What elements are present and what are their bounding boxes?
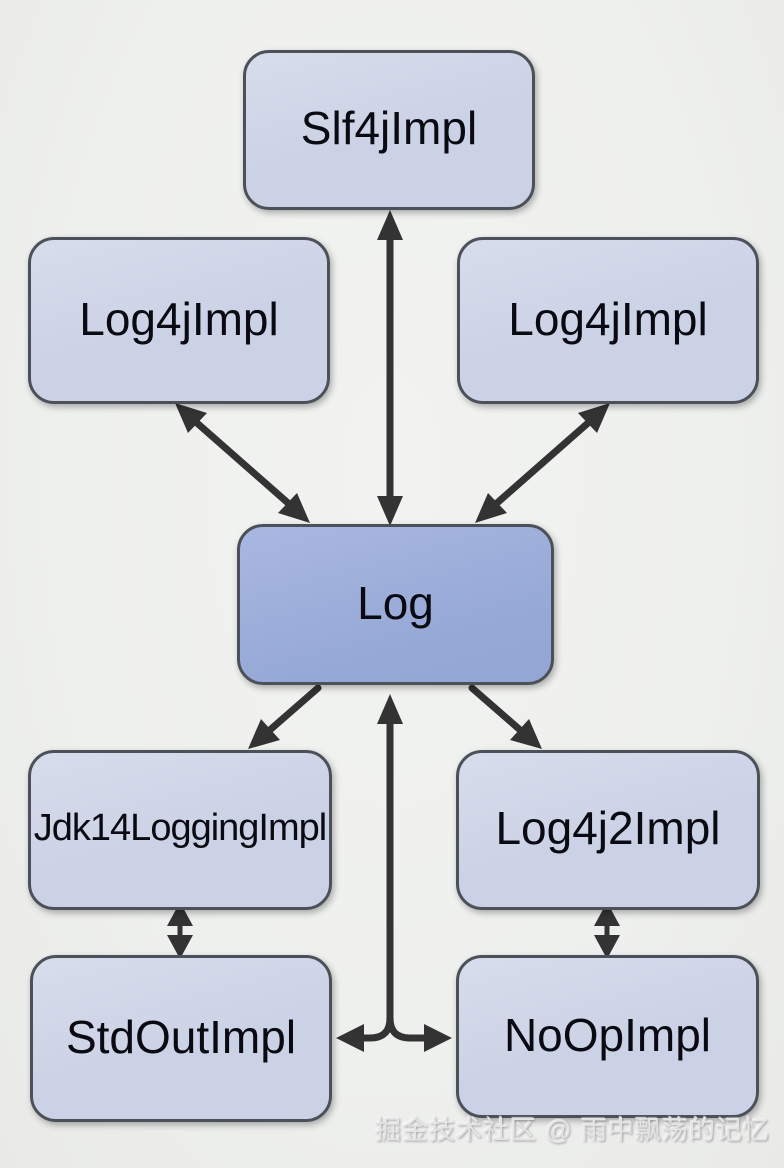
edge-log4j2impl-noopimpl <box>594 902 620 959</box>
node-noopimpl: NoOpImpl <box>456 955 759 1118</box>
watermark: 掘金技术社区 @ 雨中飘荡的记忆 <box>375 1115 770 1145</box>
edge-log-log4j2impl <box>468 684 542 749</box>
node-slf4jimpl-label: Slf4jImpl <box>300 102 478 154</box>
node-jdk14loggingimpl: Jdk14LoggingImpl <box>28 750 332 910</box>
edge-jdk14loggingimpl-stdoutimpl <box>167 902 193 959</box>
edge-log4jimpl-left-log <box>175 403 310 523</box>
edge-log4jimpl-right-log <box>475 403 610 523</box>
node-noopimpl-label: NoOpImpl <box>503 1008 712 1061</box>
node-log4jimpl-right: Log4jImpl <box>457 237 759 404</box>
edge-junction-log-stdout-noop <box>336 694 452 1052</box>
node-log4jimpl-left: Log4jImpl <box>28 237 330 404</box>
edge-log-jdk14loggingimpl <box>248 684 322 749</box>
node-log4j2impl: Log4j2Impl <box>456 750 760 910</box>
node-log-label: Log <box>357 576 434 629</box>
node-log4jimpl-right-label: Log4jImpl <box>508 292 708 345</box>
node-slf4jimpl: Slf4jImpl <box>243 50 535 210</box>
node-log4jimpl-left-label: Log4jImpl <box>79 292 279 345</box>
node-log: Log <box>237 524 554 685</box>
node-stdoutimpl-label: StdOutImpl <box>65 1010 297 1063</box>
node-stdoutimpl: StdOutImpl <box>30 955 332 1122</box>
node-jdk14loggingimpl-label: Jdk14LoggingImpl <box>33 807 327 849</box>
edge-slf4jimpl-log <box>377 210 403 526</box>
node-log4j2impl-label: Log4j2Impl <box>495 802 721 854</box>
